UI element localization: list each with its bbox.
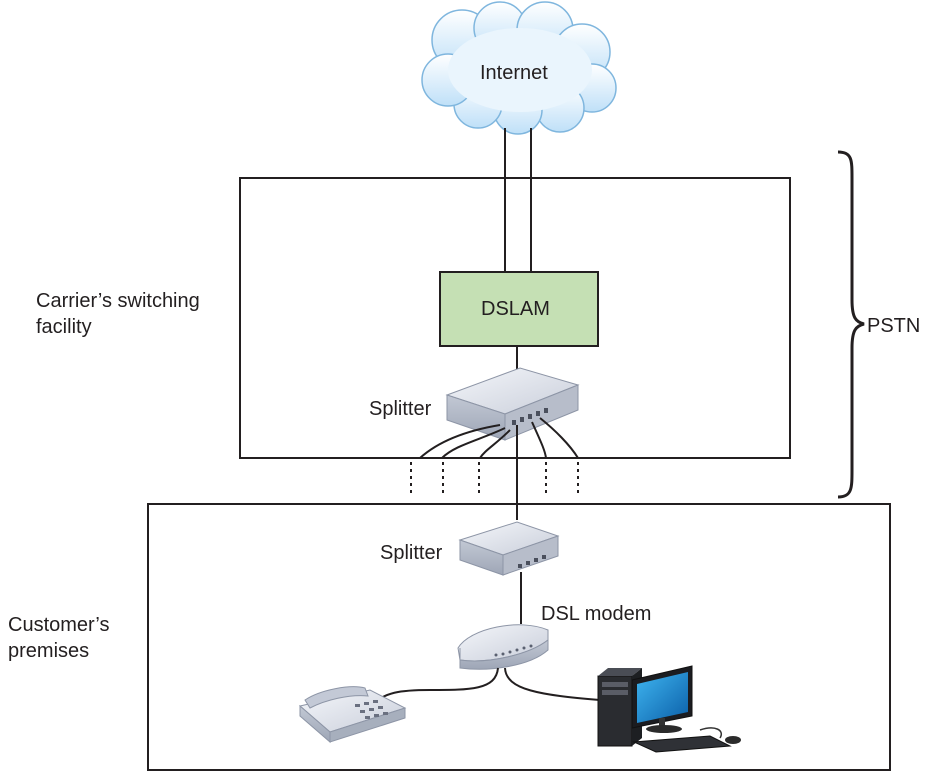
- computer-keyboard: [632, 735, 732, 753]
- pstn-brace: [837, 150, 865, 499]
- dsl-modem-label: DSL modem: [541, 603, 652, 625]
- carrier-splitter-cables: [419, 417, 579, 520]
- customer-splitter-device: [458, 521, 560, 576]
- customer-premises-box: [147, 503, 891, 771]
- computer-monitor: [631, 665, 693, 733]
- pstn-label: PSTN: [867, 315, 921, 337]
- computer: [597, 665, 741, 753]
- carrier-splitter-device: [445, 367, 580, 441]
- computer-mouse: [725, 736, 741, 744]
- customer-premises-label-line2: premises: [8, 640, 90, 662]
- carrier-facility-label-line2: facility: [36, 316, 92, 338]
- carrier-facility-box: [239, 177, 791, 459]
- customer-premises-label-line1: Customer’s: [8, 614, 110, 636]
- internet-label: Internet: [480, 62, 548, 84]
- dslam-box: [439, 271, 599, 347]
- carrier-facility-label-line1: Carrier’s switching: [36, 290, 200, 312]
- dsl-modem-device: [457, 624, 549, 670]
- modem-cables: [369, 667, 601, 707]
- dotted-subscriber-lines: [410, 462, 579, 494]
- telephone: [298, 686, 407, 744]
- customer-splitter-label: Splitter: [380, 542, 443, 564]
- carrier-splitter-label: Splitter: [369, 398, 432, 420]
- internet-cloud: [421, 1, 617, 135]
- carrier-facility-label: Carrier’s switching facility: [36, 288, 256, 340]
- dslam-label: DSLAM: [481, 298, 550, 320]
- customer-premises-label: Customer’s premises: [8, 612, 228, 664]
